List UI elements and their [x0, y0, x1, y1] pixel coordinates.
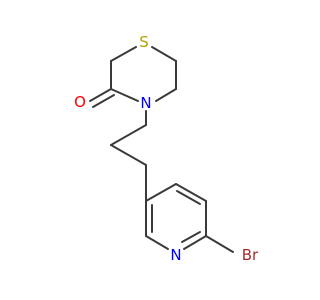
bond-ch2-n — [155, 88, 177, 102]
pyridine-nitrogen-atom-label: N — [170, 246, 181, 264]
bond-s-ch2-right — [151, 46, 177, 62]
oxygen-atom-label: O — [74, 93, 86, 111]
bond-py-c4-c5 — [175, 183, 207, 202]
bond-py-c6-n-inner — [181, 231, 201, 243]
bond-carbonyl-o-2 — [92, 94, 115, 108]
bond-py-c6-n — [183, 235, 207, 250]
bromine-atom-label: Br — [242, 246, 259, 264]
sulfur-atom-label: S — [139, 33, 149, 51]
atom-labels: S O N N Br — [74, 33, 259, 264]
bond-linker-2 — [110, 144, 147, 166]
bond-py-c4-c5-inner — [176, 190, 201, 205]
bond-c6-br — [205, 235, 234, 253]
structure-canvas: S O N N Br — [74, 33, 259, 264]
bonds — [89, 46, 234, 253]
bond-linker-1 — [110, 124, 147, 146]
ring-nitrogen-atom-label: N — [140, 94, 151, 112]
bond-py-c3-c4 — [145, 183, 177, 202]
bond-py-n-c2 — [145, 235, 169, 250]
bond-carbonyl-o-1 — [89, 88, 112, 102]
bond-n-carbonyl — [110, 88, 139, 102]
bond-ch2-s-left — [110, 46, 137, 62]
